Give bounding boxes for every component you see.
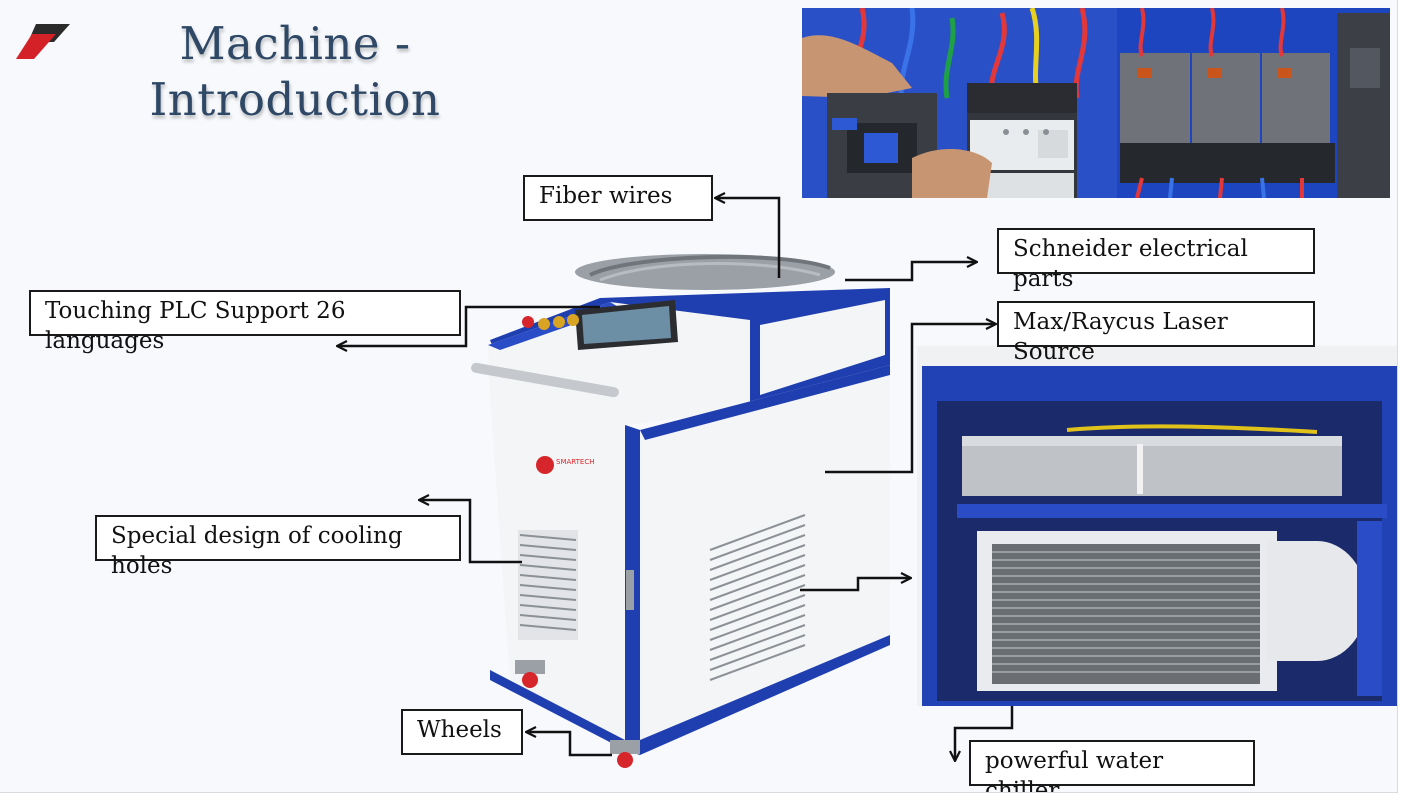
label-schneider-line1: Schneider electrical (1013, 236, 1248, 262)
electrical-parts-photo (802, 8, 1390, 198)
label-cooling-line1: Special design of cooling (111, 523, 403, 549)
label-plc-line2: languages (45, 328, 165, 354)
label-laser-source: Max/Raycus Laser Source (997, 301, 1315, 365)
label-wheels: Wheels (401, 709, 523, 755)
label-plc: Touching PLC Support 26 languages (29, 290, 461, 354)
title-line-2: Introduction (149, 73, 441, 126)
laser-cleaning-machine: SMARTECH (471, 254, 890, 768)
label-cooling-line2: holes (111, 553, 173, 579)
label-chiller-line2: chiller (985, 778, 1060, 793)
laser-chiller-photo (917, 346, 1397, 706)
label-laser-line1: Max/Raycus Laser (1013, 309, 1228, 335)
label-chiller-line1: powerful water (985, 748, 1164, 774)
label-fiber-wires: Fiber wires (523, 175, 713, 221)
label-wheels-text: Wheels (417, 717, 502, 743)
label-schneider: Schneider electrical parts (997, 228, 1315, 292)
label-plc-line1: Touching PLC Support 26 (45, 298, 346, 324)
label-laser-line2: Source (1013, 339, 1095, 365)
label-cooling-holes: Special design of cooling holes (95, 515, 461, 579)
label-fiber-wires-text: Fiber wires (539, 183, 673, 209)
brand-logo-text: SMARTECH (556, 458, 594, 466)
page-title: Machine - Introduction (90, 16, 500, 128)
company-logo (16, 24, 70, 59)
label-water-chiller: powerful water chiller (969, 740, 1255, 792)
title-line-1: Machine - (179, 17, 411, 70)
label-schneider-line2: parts (1013, 266, 1074, 292)
